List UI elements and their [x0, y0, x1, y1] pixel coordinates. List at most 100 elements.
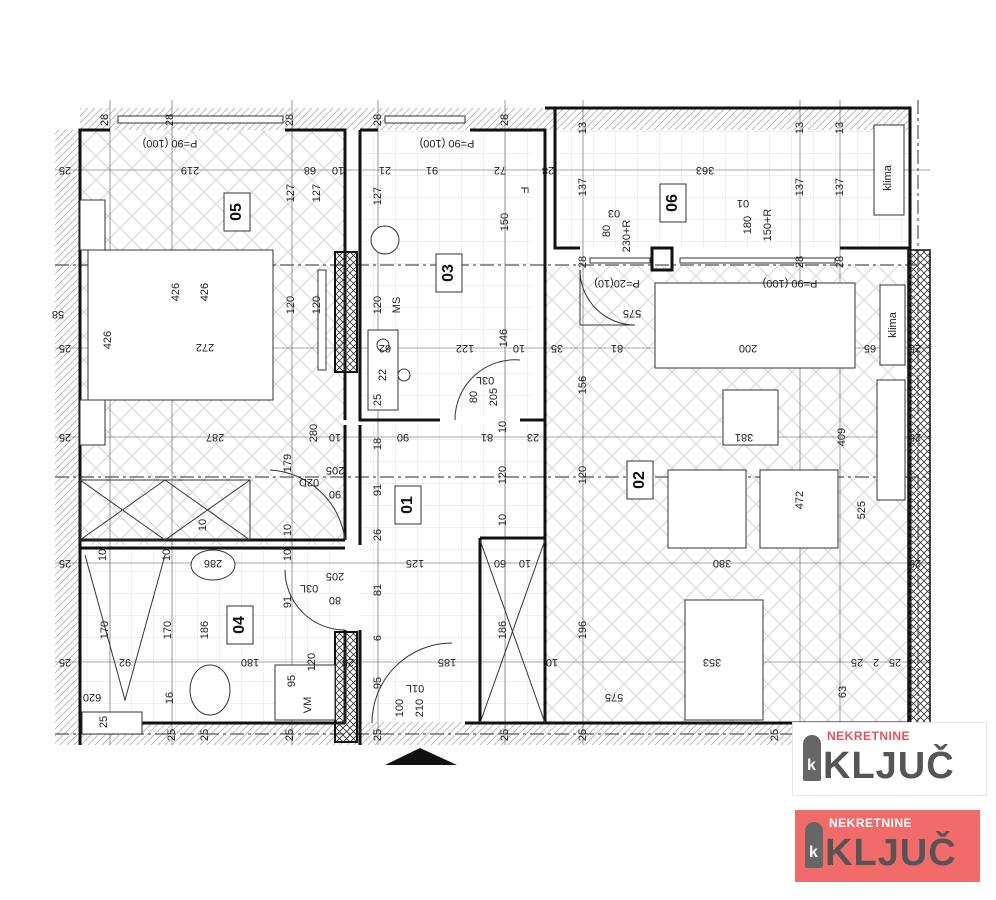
room-number-box: [226, 605, 254, 645]
sofa: [654, 282, 856, 369]
dimension-label: 90: [397, 431, 409, 443]
room-number-box: [435, 253, 463, 293]
dimension-label: 23: [527, 431, 539, 443]
dimension-label: 13: [794, 122, 806, 134]
dimension-label: 03L: [300, 582, 318, 594]
dimension-label: 10: [332, 164, 344, 176]
dimension-label: 10: [519, 557, 531, 569]
dimension-label: 28: [284, 114, 296, 126]
logo-nekretnine-kljuc: NEKRETNINE KLJUČ: [792, 722, 987, 796]
dimension-label: 95: [286, 675, 298, 687]
dimension-label: 150: [499, 213, 511, 231]
dimension-label: 180: [742, 216, 754, 234]
room-number: 05: [228, 203, 245, 221]
dimension-label: 10: [546, 656, 558, 668]
furniture: [79, 124, 906, 735]
dimension-label: 25: [199, 729, 211, 741]
dimension-label: 185: [438, 656, 456, 668]
dimension-label: 10: [161, 549, 173, 561]
sink: [190, 549, 236, 581]
dimension-label: 03: [608, 207, 620, 219]
dimension-label: 25: [372, 394, 384, 406]
logo-nekretnine-kljuc-red: NEKRETNINE KLJUČ: [795, 810, 980, 882]
dimension-label: 205: [326, 464, 344, 476]
dimension-label: 25: [59, 164, 71, 176]
dimension-label: 363: [696, 164, 714, 176]
dimension-label: 170: [162, 621, 174, 639]
dimension-label: 25: [889, 656, 901, 668]
column-hatched: [907, 249, 931, 746]
dimension-label: 25: [284, 729, 296, 741]
dimension-label: 25: [577, 729, 589, 741]
dimension-label: 575: [605, 691, 623, 703]
dimension-label: 150+R: [762, 209, 774, 242]
dimension-label: MS: [391, 297, 403, 314]
dimension-label: 25: [59, 431, 71, 443]
dimension-label: 10: [497, 421, 509, 433]
dimension-label: 10: [497, 514, 509, 526]
dimension-label: 25: [909, 431, 921, 443]
dimension-label: 26: [372, 529, 384, 541]
dimension-label: P=90 (100): [763, 277, 818, 289]
dimension-label: 137: [834, 178, 846, 196]
dimension-label: 02D: [299, 476, 319, 488]
dimension-label: 35: [551, 342, 563, 354]
dimension-label: 170: [99, 621, 111, 639]
dimension-label: 80: [468, 391, 480, 403]
dimension-label: 186: [497, 621, 509, 639]
room-number: 01: [399, 496, 416, 514]
dimension-label: 25: [342, 656, 354, 668]
room-number-box: [394, 485, 422, 525]
dimension-label: 58: [52, 308, 64, 320]
dimension-label: 10: [329, 431, 341, 443]
dimension-label: 219: [181, 164, 199, 176]
dimension-label: 205: [488, 388, 500, 406]
washing-machine: [274, 664, 336, 721]
dimension-label: 60: [494, 557, 506, 569]
dimension-label: 230+R: [621, 220, 633, 253]
dimension-label: 409: [836, 428, 848, 446]
dimension-label: 25: [166, 729, 178, 741]
dimension-label: klima: [887, 311, 899, 338]
dimension-label: 25: [851, 656, 863, 668]
armchair: [759, 469, 839, 549]
dimension-label: 28: [372, 114, 384, 126]
dimension-label: 205: [326, 570, 344, 582]
dimension-label: 525: [856, 501, 868, 519]
table-round: [370, 225, 400, 255]
dimension-label: 81: [372, 584, 384, 596]
logo-top-text: NEKRETNINE: [827, 729, 911, 743]
dimension-label: 28: [99, 114, 111, 126]
dimension-label: 63: [837, 686, 849, 698]
dimension-label: 28: [794, 256, 806, 268]
dimension-label: 120: [577, 466, 589, 484]
dimension-label: 120: [372, 296, 384, 314]
dimension-label: 272: [196, 341, 214, 353]
armchair: [667, 469, 747, 549]
dimension-label: 28: [499, 114, 511, 126]
dimension-label: 426: [170, 283, 182, 301]
dimension-label: 10: [197, 519, 209, 531]
dimension-label: 381: [735, 431, 753, 443]
dimension-label: 127: [285, 184, 297, 202]
dimension-label: 426: [102, 331, 114, 349]
dimension-label: 120: [311, 296, 323, 314]
dimension-label: 200: [739, 342, 757, 354]
coffee-table: [722, 389, 779, 446]
dimension-label: 10: [282, 524, 294, 536]
column-hatched: [334, 251, 358, 373]
dimension-label: 92: [119, 656, 131, 668]
dimension-label: 127: [311, 184, 323, 202]
dimension-label: 25: [769, 729, 781, 741]
dimension-label: 03L: [476, 374, 494, 386]
dimension-label: 21: [379, 164, 391, 176]
shower: [84, 554, 166, 702]
windows: [117, 115, 836, 264]
dimension-label: 620: [83, 691, 101, 703]
dimension-label: 186: [199, 621, 211, 639]
dimension-label: 575: [623, 307, 641, 319]
room-number: 06: [664, 194, 681, 212]
dimension-label: 6: [372, 635, 384, 641]
